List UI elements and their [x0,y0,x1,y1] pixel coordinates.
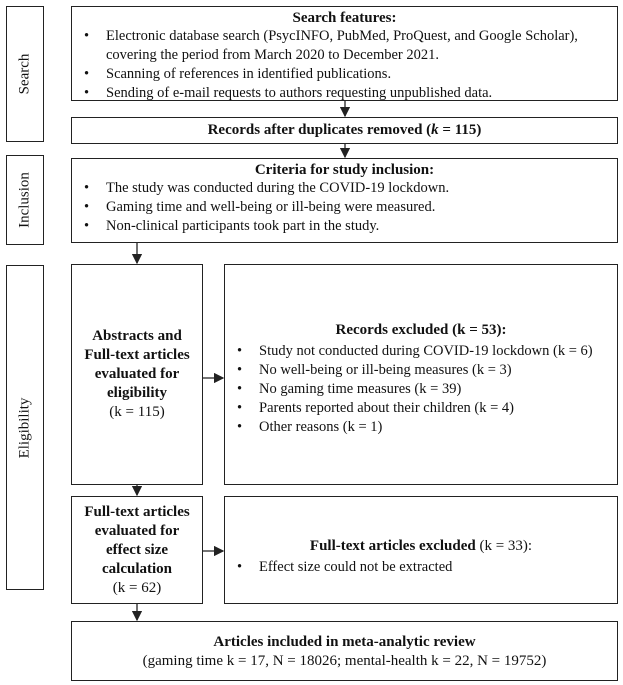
records-excluded-title-text: Records excluded [335,322,449,338]
fulltext-excluded-title: Full-text articles excluded (k = 33): [225,537,617,556]
records-excluded-title: Records excluded (k = 53): [225,321,617,340]
included-articles-title: Articles included in meta-analytic revie… [213,634,476,650]
list-item: Study not conducted during COVID-19 lock… [225,342,617,361]
fulltext-line-2: evaluated for [94,522,180,539]
list-item: Parents reported about their children (k… [225,399,617,418]
fulltext-count: (k = 62) [112,579,162,596]
abstracts-line-1: Abstracts and [92,328,182,344]
abstracts-count: (k = 115) [109,404,165,420]
list-item: Gaming time and well-being or ill-being … [72,198,617,217]
list-item: Scanning of references in identified pub… [72,65,617,84]
inclusion-criteria-title: Criteria for study inclusion: [254,162,435,178]
included-articles-detail: (gaming time k = 17, N = 18026; mental-h… [142,653,547,669]
duplicates-label: Records after duplicates removed ( [207,122,432,138]
fulltext-line-4: calculation [102,560,172,577]
fulltext-excluded-box: Full-text articles excluded (k = 33): Ef… [224,496,618,604]
duplicates-value: = 115) [438,122,482,138]
list-item: Electronic database search (PsycINFO, Pu… [72,27,617,65]
search-features-title: Search features: [292,10,397,26]
list-item: Effect size could not be extracted [225,558,617,577]
inclusion-criteria-list: The study was conducted during the COVID… [72,179,617,236]
side-label-eligibility: Eligibility [6,265,44,590]
search-features-box: Search features: Electronic database sea… [71,6,618,103]
list-item: Other reasons (k = 1) [225,418,617,437]
list-item: Sending of e-mail requests to authors re… [72,84,617,103]
list-item: No well-being or ill-being measures (k =… [225,361,617,380]
records-excluded-box: Records excluded (k = 53): Study not con… [224,264,618,485]
fulltext-excluded-count: (k = 33): [475,538,533,554]
abstracts-line-2: Full-text articles [84,347,190,363]
fulltext-line-3: effect size [105,541,169,558]
fulltext-evaluated-box: Full-text articles evaluated for effect … [71,496,203,604]
abstracts-line-4: eligibility [107,385,167,401]
duplicates-removed-text: Records after duplicates removed (k = 11… [72,118,617,143]
search-features-list: Electronic database search (PsycINFO, Pu… [72,27,617,103]
list-item: No gaming time measures (k = 39) [225,380,617,399]
list-item: Non-clinical participants took part in t… [72,217,617,236]
fulltext-line-1: Full-text articles [84,503,190,520]
side-label-search: Search [6,6,44,142]
duplicates-removed-box: Records after duplicates removed (k = 11… [71,117,618,144]
duplicates-k: k [431,122,439,138]
included-articles-box: Articles included in meta-analytic revie… [71,621,618,681]
inclusion-criteria-box: Criteria for study inclusion: The study … [71,158,618,243]
fulltext-excluded-title-text: Full-text articles excluded [309,538,476,554]
abstracts-line-3: evaluated for [94,366,180,382]
list-item: The study was conducted during the COVID… [72,179,617,198]
fulltext-excluded-list: Effect size could not be extracted [225,558,617,577]
abstracts-evaluated-box: Abstracts and Full-text articles evaluat… [71,264,203,485]
records-excluded-count: (k = 53): [448,322,507,338]
records-excluded-list: Study not conducted during COVID-19 lock… [225,342,617,437]
side-label-inclusion: Inclusion [6,155,44,245]
